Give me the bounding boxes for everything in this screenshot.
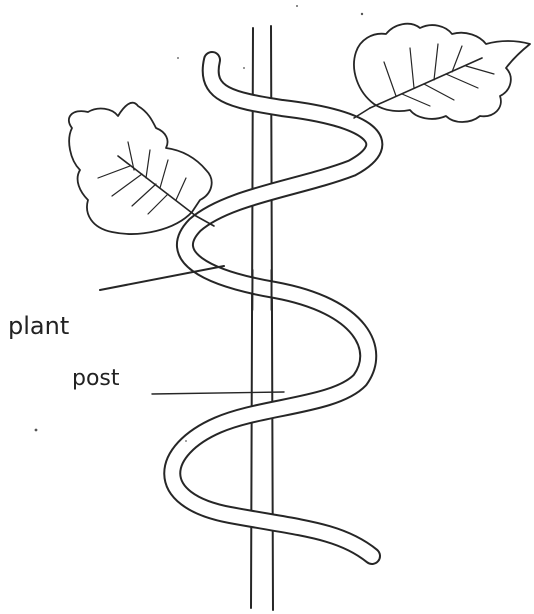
right-leaf-petiole — [354, 108, 370, 118]
speck — [177, 57, 179, 59]
right-leaf-outline — [354, 24, 530, 122]
speck — [296, 5, 298, 7]
speck — [361, 13, 363, 15]
right-leaf — [354, 24, 530, 122]
plant-label: plant — [8, 314, 69, 338]
left-leaf-outline — [69, 103, 212, 234]
speck — [185, 440, 187, 442]
left-leaf-midrib — [118, 156, 196, 216]
post-label: post — [72, 368, 120, 390]
speck — [243, 67, 245, 69]
left-leaf-veins — [98, 142, 186, 214]
left-leaf — [69, 103, 214, 234]
speck — [35, 429, 38, 432]
right-leaf-veins — [384, 44, 494, 106]
post-leader-line — [152, 392, 284, 394]
